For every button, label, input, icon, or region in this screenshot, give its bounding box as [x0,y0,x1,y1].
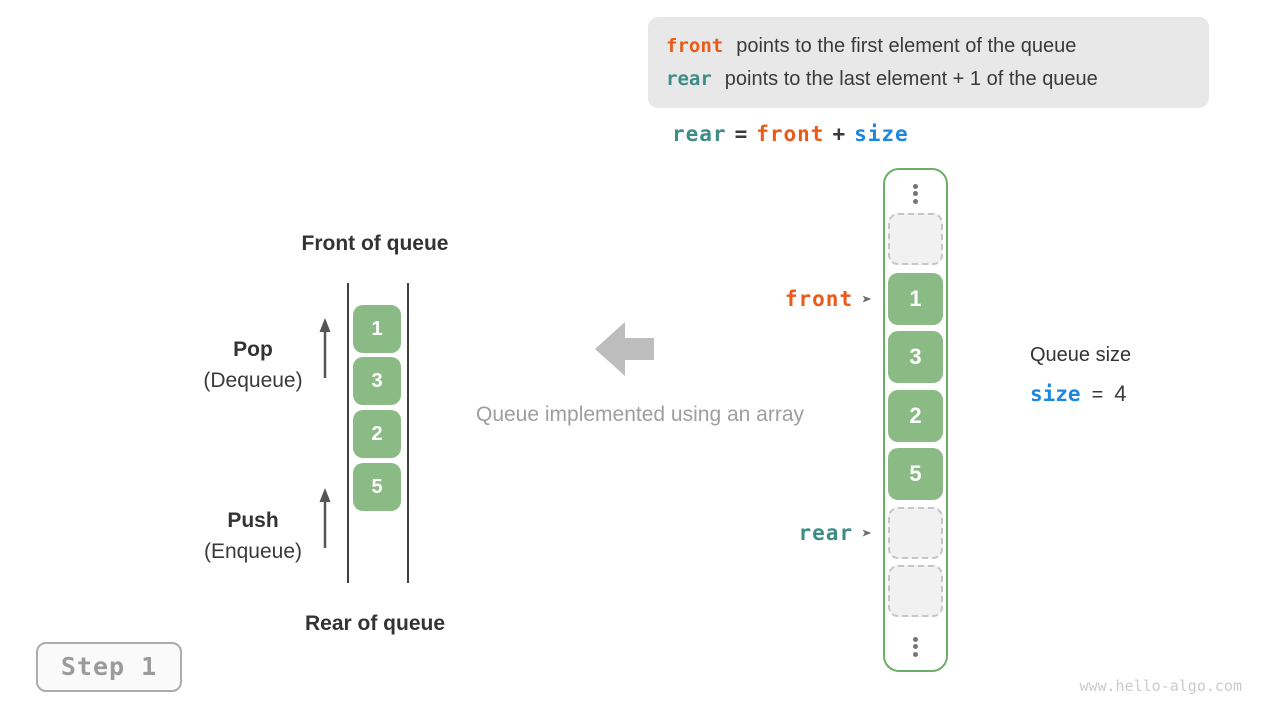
queue-size-title: Queue size [1030,344,1132,366]
queue-cell: 1 [353,305,401,353]
rear-description: points to the last element + 1 of the qu… [724,68,1098,90]
array-cell-empty [888,213,943,265]
enqueue-label: (Enqueue) [203,540,303,563]
channel-right-line [407,283,409,583]
info-box: front points to the first element of the … [648,17,1209,108]
formula-equals: = [734,122,749,146]
watermark: www.hello-algo.com [1079,677,1242,695]
formula: rear = front + size [672,122,909,146]
array-cell-empty [888,507,943,559]
info-line-front: front points to the first element of the … [666,30,1191,63]
ellipsis-top-icon [885,181,946,206]
info-line-rear: rear points to the last element + 1 of th… [666,63,1191,96]
formula-size: size [854,122,909,146]
rear-keyword: rear [666,68,712,90]
push-up-arrow-icon [319,488,331,548]
queue-cell: 2 [353,410,401,458]
channel-left-line [347,283,349,583]
pop-label: Pop [233,338,273,361]
array-cell: 1 [888,273,943,325]
step-badge: Step 1 [36,642,182,692]
array-panel: 1 3 2 5 [883,168,948,672]
array-cell-empty [888,565,943,617]
front-of-queue-label: Front of queue [301,232,449,255]
rear-of-queue-label: Rear of queue [304,612,446,635]
left-arrow-icon [595,322,654,376]
array-cell: 5 [888,448,943,500]
front-pointer: front ➤ [700,287,872,311]
front-pointer-label: front [784,287,854,311]
size-variable: size [1030,382,1081,406]
front-keyword: front [666,35,724,57]
pointer-arrow-icon: ➤ [861,292,872,305]
push-label-block: Push (Enqueue) [180,509,326,564]
array-cell: 2 [888,390,943,442]
formula-plus: + [832,122,847,146]
queue-cell: 3 [353,357,401,405]
rear-pointer-label: rear [798,521,854,545]
formula-rear: rear [672,122,727,146]
array-cell: 3 [888,331,943,383]
queue-size-block: Queue size size = 4 [1030,344,1131,407]
size-equals: = [1091,384,1104,406]
queue-cell: 5 [353,463,401,511]
rear-pointer: rear ➤ [700,521,872,545]
push-label: Push [227,509,279,532]
size-value: 4 [1114,381,1127,406]
ellipsis-bottom-icon [885,634,946,659]
front-description: points to the first element of the queue [736,35,1077,57]
dequeue-label: (Dequeue) [203,369,303,392]
diagram-caption: Queue implemented using an array [475,403,805,426]
pop-up-arrow-icon [319,318,331,378]
pointer-arrow-icon: ➤ [861,526,872,539]
formula-front: front [756,122,825,146]
pop-label-block: Pop (Dequeue) [180,338,326,393]
